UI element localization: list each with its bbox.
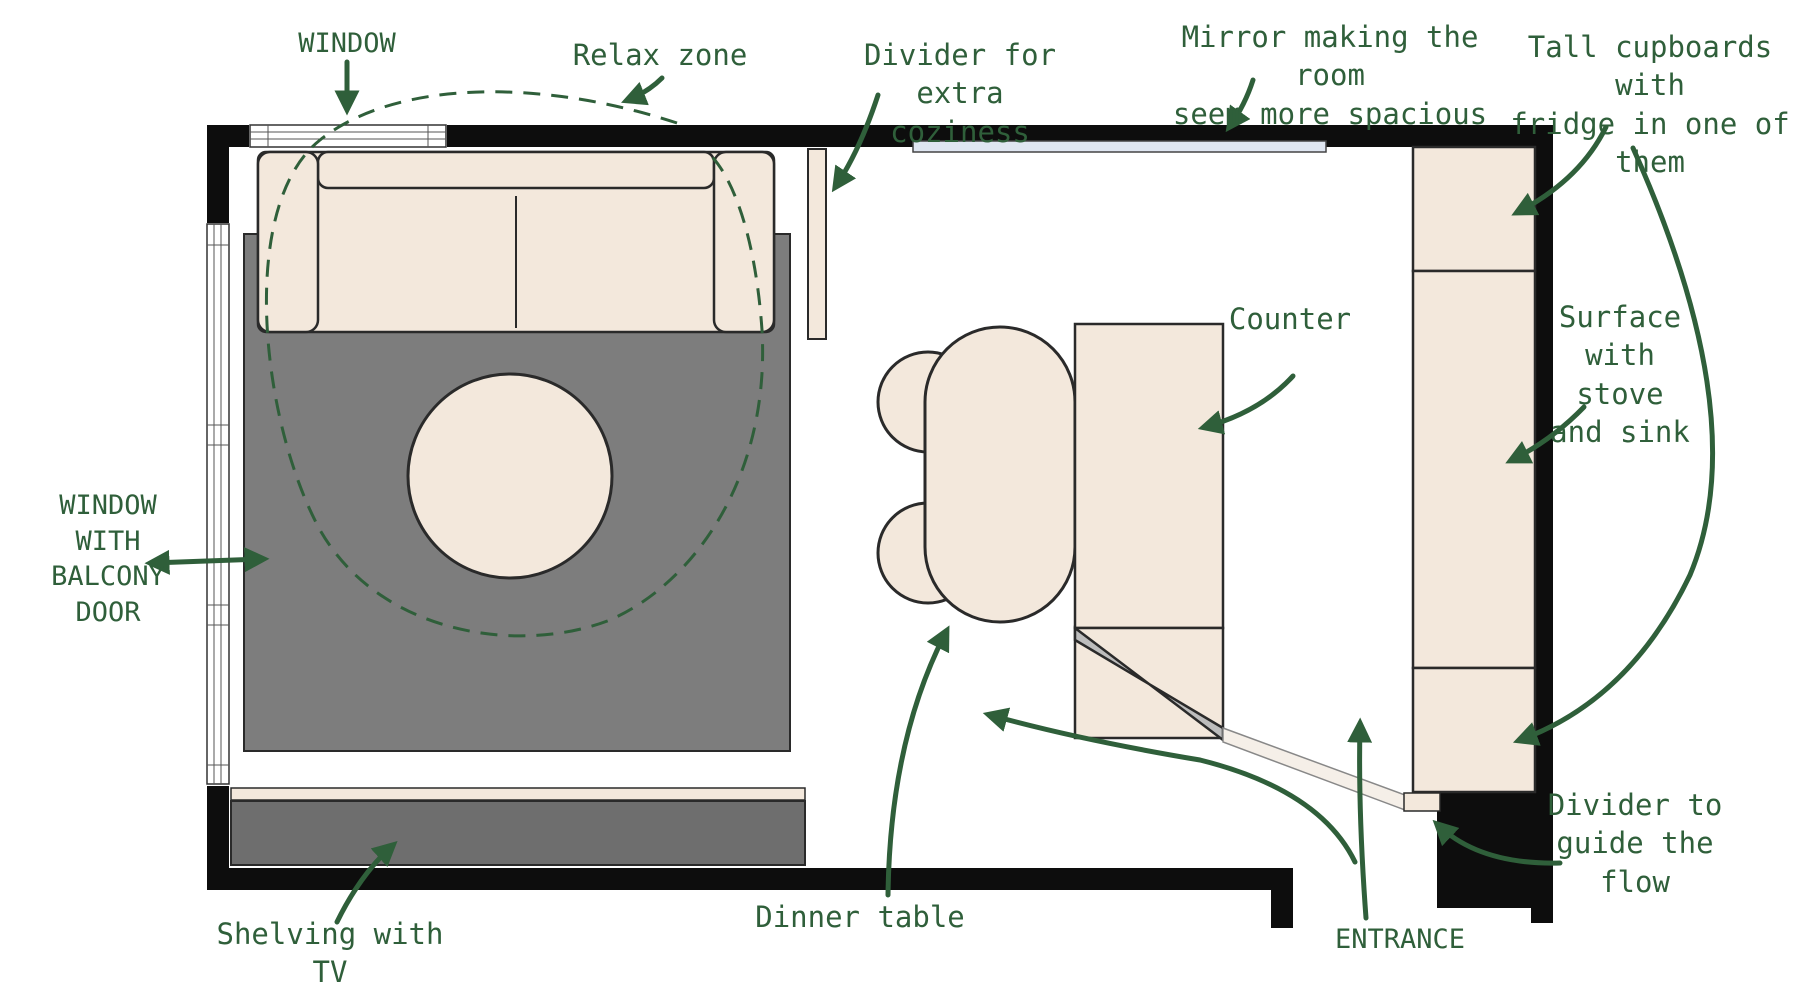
label-window-balcony: WINDOW WITH BALCONY DOOR xyxy=(51,490,165,628)
arrow-surface xyxy=(1505,404,1587,464)
label-shelving-tv: Shelving with TV xyxy=(216,917,444,990)
relax-zone-outline xyxy=(264,90,765,638)
wall-bottom-end xyxy=(1271,868,1293,928)
divider-flow-post xyxy=(1403,792,1441,812)
annotation-arrows xyxy=(144,59,1716,925)
arrow-tall-cupboards-bottom xyxy=(1512,145,1716,746)
label-counter: Counter xyxy=(1228,302,1352,336)
coffee-table xyxy=(406,372,614,580)
arrow-tall-cupboards-top xyxy=(1511,124,1609,216)
arrow-shelving-tv xyxy=(334,840,398,925)
wall-bottom xyxy=(207,868,1293,890)
wall-right-bottom-block xyxy=(1437,790,1553,908)
divider-coziness xyxy=(807,148,827,340)
arrow-entrance-up xyxy=(1347,717,1373,921)
wall-top-left-stub xyxy=(207,125,249,147)
arrow-divider-flow xyxy=(1432,819,1563,866)
sofa xyxy=(256,150,776,334)
tv-shelving xyxy=(230,787,806,866)
divider-flow xyxy=(1222,726,1406,812)
arrow-divider-coziness xyxy=(831,92,881,193)
label-surface-stove-sink: Surface with stove and sink xyxy=(1550,300,1690,449)
label-tall-cupboards: Tall cupboards with fridge in one of the… xyxy=(1510,30,1790,179)
wall-left-bottom xyxy=(207,786,229,890)
label-relax-zone: Relax zone xyxy=(572,38,748,72)
mirror xyxy=(912,140,1327,153)
label-mirror: Mirror making the room seem more spaciou… xyxy=(1172,20,1488,131)
window-balcony-door xyxy=(206,223,230,785)
label-entrance: ENTRANCE xyxy=(1334,924,1466,955)
cupboards xyxy=(1411,145,1537,794)
arrow-entrance-left xyxy=(982,707,1358,865)
window-top xyxy=(249,124,447,148)
label-divider-flow: Divider to guide the flow xyxy=(1547,788,1723,899)
counter xyxy=(1073,322,1225,743)
arrow-dinner-table xyxy=(885,625,950,898)
tall-cupboard-bottom xyxy=(1411,666,1537,794)
label-divider-coziness: Divider for extra coziness xyxy=(863,38,1057,149)
arrow-mirror xyxy=(1225,77,1256,133)
floor-plan xyxy=(144,59,1716,928)
dinner-table xyxy=(923,325,1077,624)
arrow-window-balcony xyxy=(144,547,270,575)
label-dinner-table: Dinner table xyxy=(755,900,965,934)
dinner-table-set xyxy=(876,325,1077,624)
wall-top-left-corner xyxy=(207,125,229,223)
surface-stove-sink xyxy=(1411,269,1537,670)
arrow-relax-zone xyxy=(621,75,665,106)
label-window-top: WINDOW xyxy=(298,28,396,59)
arrow-counter xyxy=(1197,373,1296,435)
